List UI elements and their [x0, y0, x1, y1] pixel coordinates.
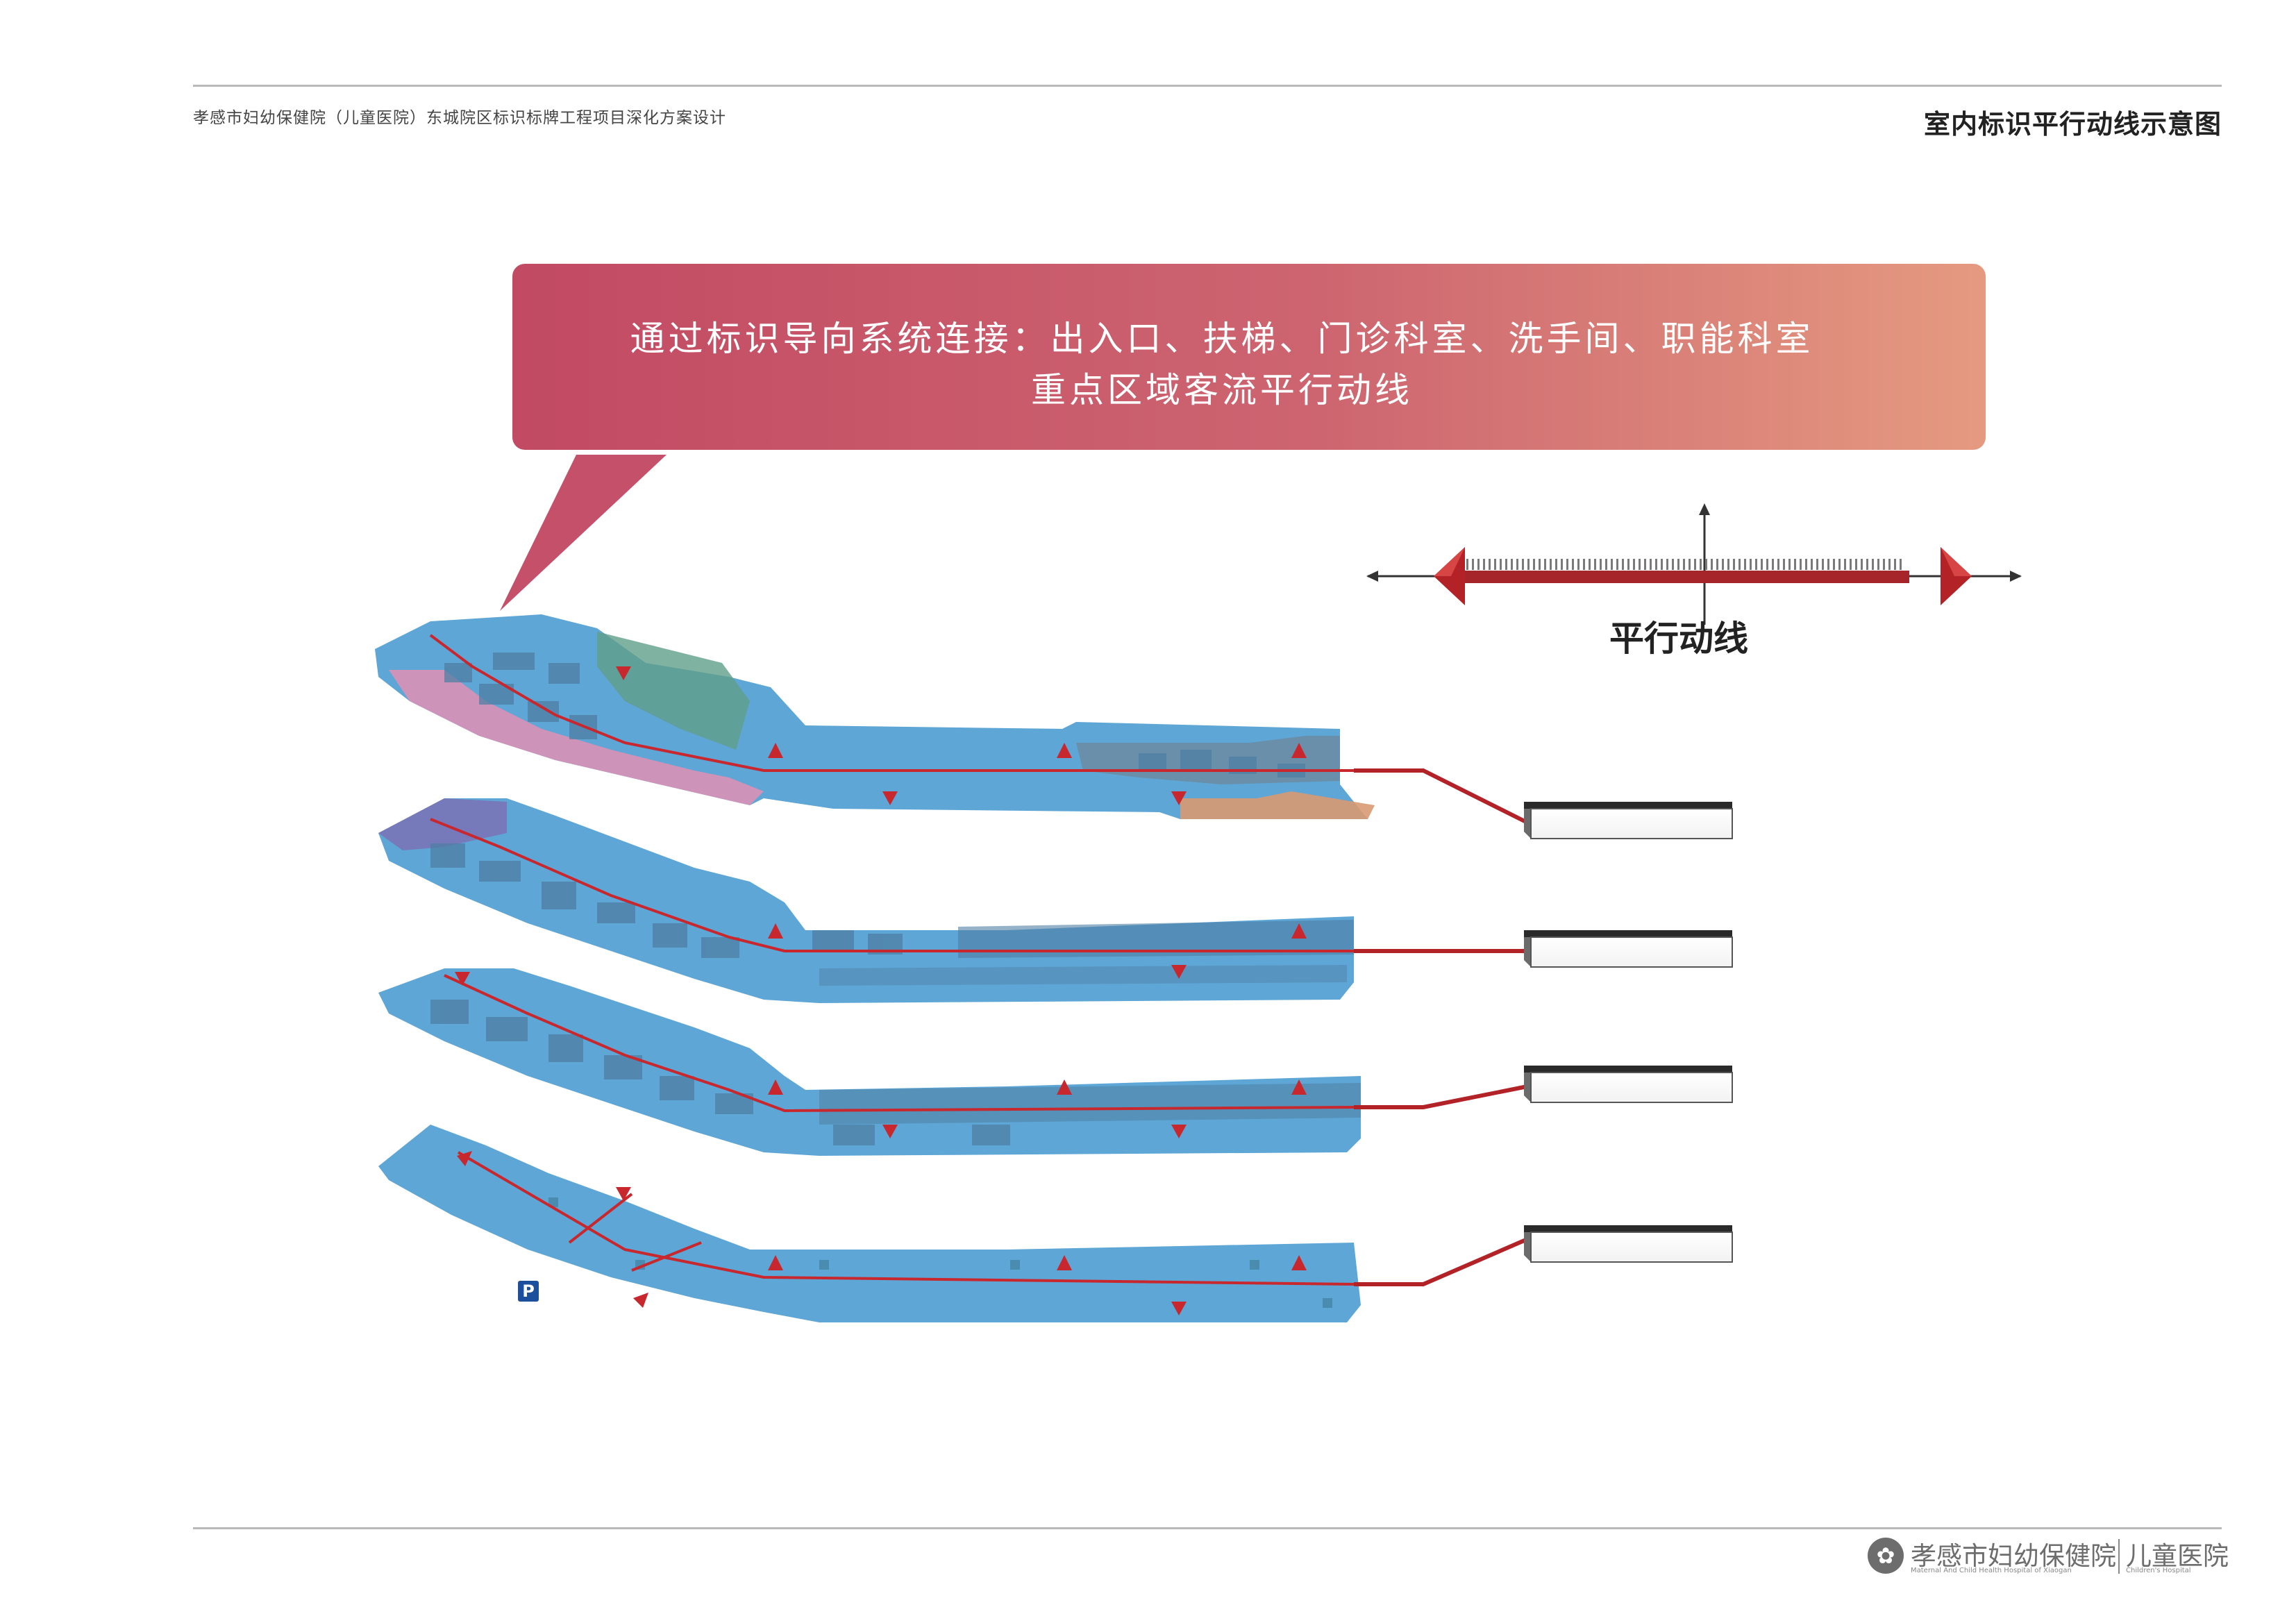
floor-2-label-box: [1524, 1066, 1733, 1103]
parking-icon: P: [518, 1281, 539, 1302]
logo-english-children: Children's Hospital: [2126, 1567, 2191, 1574]
callout-line-1: 通过标识导向系统连接：出入口、扶梯、门诊科室、洗手间、职能科室: [630, 319, 1814, 359]
logo-icon: ✿: [1868, 1538, 1904, 1574]
top-divider: [193, 85, 2222, 87]
floor-1-map: [378, 1125, 1361, 1322]
logo-children-hospital: 儿童医院: [2126, 1541, 2229, 1571]
parallel-axis-legend: [1366, 503, 2022, 625]
project-title: 孝感市妇幼保健院（儿童医院）东城院区标识标牌工程项目深化方案设计: [193, 109, 726, 127]
logo-separator: [2118, 1539, 2120, 1574]
logo-english-name: Maternal And Child Health Hospital of Xi…: [1911, 1567, 2072, 1574]
floor-label-leaders: [1354, 768, 1529, 1286]
hospital-logo: ✿ 孝感市妇幼保健院 儿童医院 Maternal And Child Healt…: [1868, 1531, 2229, 1574]
parallel-axis-label: 平行动线: [1609, 619, 1748, 659]
page-heading: 室内标识平行动线示意图: [1923, 109, 2222, 140]
callout-bubble: [500, 264, 1986, 611]
floor-label-boxes: [1524, 802, 1733, 1263]
callout-line-2: 重点区域客流平行动线: [1031, 370, 1413, 410]
floor-1-label-box: [1524, 1225, 1733, 1263]
floor-4-map: [375, 614, 1375, 819]
flow-routes: [429, 634, 1355, 1286]
bottom-divider: [193, 1527, 2222, 1529]
logo-hospital-name: 孝感市妇幼保健院: [1911, 1541, 2116, 1571]
flow-arrows: [455, 666, 1307, 1315]
floor-4-label-box: [1524, 802, 1733, 839]
floor-3-label-box: [1524, 930, 1733, 968]
